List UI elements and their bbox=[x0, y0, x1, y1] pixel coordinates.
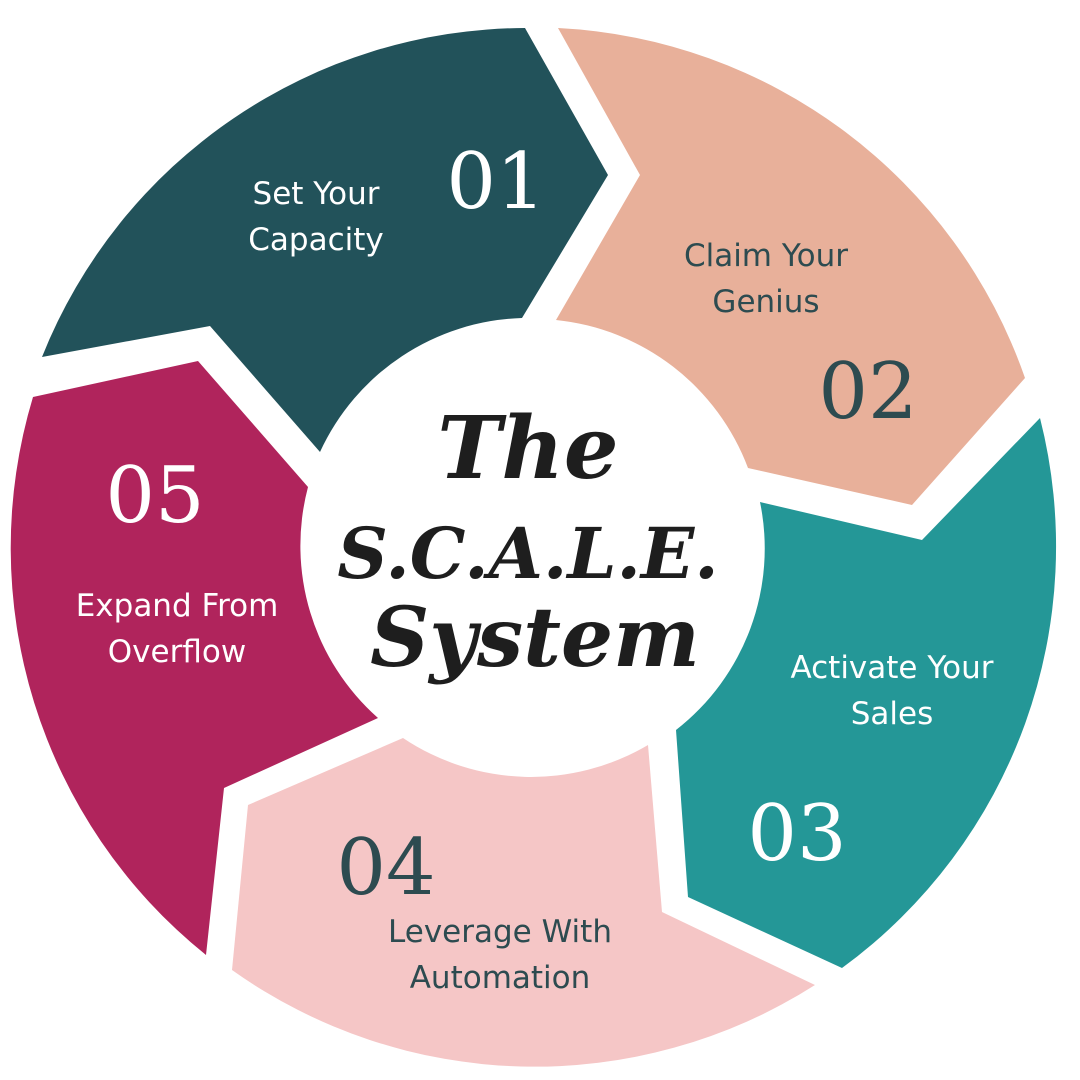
segment-step-1 bbox=[42, 28, 608, 452]
segment-step-5 bbox=[10, 361, 378, 955]
step-4-number: 04 bbox=[336, 823, 435, 913]
step-4-label-line2: Automation bbox=[410, 960, 591, 996]
step-1-label-line2: Capacity bbox=[248, 222, 383, 258]
step-4-label-line1: Leverage With bbox=[388, 914, 612, 950]
segment-step-4 bbox=[232, 738, 815, 1067]
title-line-1: The bbox=[437, 398, 618, 499]
title-line-3: System bbox=[370, 590, 700, 686]
step-3-label-line1: Activate Your bbox=[790, 650, 993, 686]
step-2-number: 02 bbox=[818, 347, 917, 437]
step-2-label-line1: Claim Your bbox=[684, 238, 848, 274]
step-1-number: 01 bbox=[446, 137, 545, 227]
step-5-label-line2: Overflow bbox=[108, 634, 246, 670]
step-1-label-line1: Set Your bbox=[253, 176, 380, 212]
segment-step-3 bbox=[676, 418, 1057, 968]
step-3-label-line2: Sales bbox=[851, 696, 934, 732]
title-line-2: S.C.A.L.E. bbox=[337, 512, 718, 595]
step-5-number: 05 bbox=[105, 451, 204, 541]
segment-step-2 bbox=[556, 28, 1025, 505]
step-5-label-line1: Expand From bbox=[76, 588, 279, 624]
step-2-label-line2: Genius bbox=[712, 284, 819, 320]
step-3-number: 03 bbox=[747, 789, 846, 879]
